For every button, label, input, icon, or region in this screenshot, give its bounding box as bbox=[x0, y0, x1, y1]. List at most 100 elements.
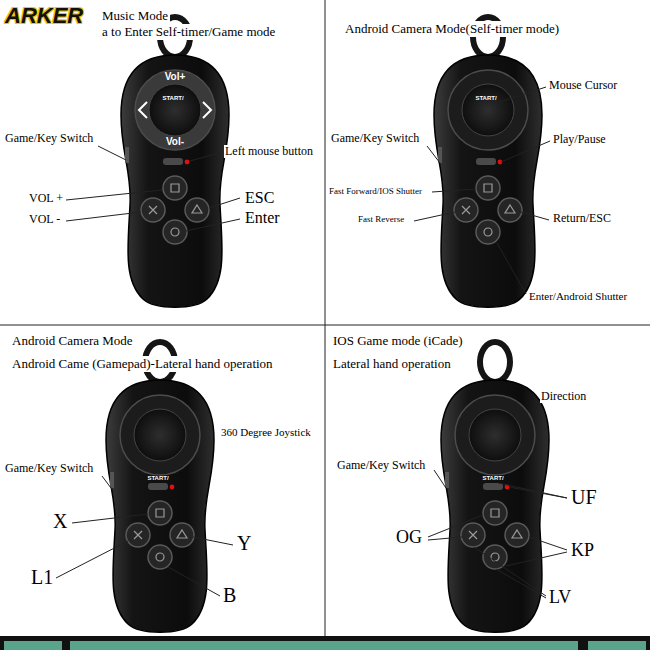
callout-label: Return/ESC bbox=[552, 212, 612, 225]
controller-body bbox=[434, 55, 542, 307]
controller-body bbox=[121, 55, 229, 307]
device-marking: START/ bbox=[162, 95, 183, 101]
panel-heading: Android Camera Mode(Self-timer mode) bbox=[343, 21, 561, 37]
mode-panel: Android Camera Mode(Self-timer mode) bbox=[325, 0, 650, 325]
face-button bbox=[126, 523, 150, 547]
leader-line bbox=[501, 141, 550, 162]
callout-label: ESC bbox=[244, 189, 275, 207]
leader-line bbox=[66, 190, 162, 200]
leader-line bbox=[500, 87, 546, 102]
leader-line bbox=[168, 567, 220, 596]
callout-label: Fast Forward/IOS Shutter bbox=[328, 187, 423, 197]
button-glyph bbox=[177, 530, 187, 538]
callout-label: Fast Reverse bbox=[357, 215, 405, 225]
leader-line bbox=[434, 470, 446, 488]
button-glyph bbox=[491, 509, 499, 517]
joystick-ring bbox=[120, 395, 200, 475]
led-dot bbox=[170, 485, 175, 490]
panel-heading: IOS Game mode (iCade) bbox=[331, 333, 465, 349]
callout-label: Play/Pause bbox=[552, 133, 607, 146]
panel-heading: a to Enter Self-timer/Game mode bbox=[100, 24, 277, 40]
leader-line bbox=[190, 152, 222, 161]
side-switch bbox=[445, 472, 449, 488]
callout-label: LV bbox=[548, 588, 572, 608]
joystick bbox=[462, 84, 514, 136]
divider-line bbox=[0, 325, 650, 326]
callout-label: Left mouse button bbox=[224, 145, 314, 158]
band-segment bbox=[70, 641, 578, 650]
button-glyph bbox=[484, 184, 492, 192]
callout-label: X bbox=[52, 510, 68, 532]
callout-label: Game/Key Switch bbox=[4, 132, 94, 145]
callout-label: Game/Key Switch bbox=[4, 462, 94, 475]
callout-label: Game/Key Switch bbox=[336, 459, 426, 472]
button-glyph bbox=[512, 530, 522, 538]
callout-label: Enter/Android Shutter bbox=[528, 290, 628, 302]
joystick-ring bbox=[455, 395, 535, 475]
face-button bbox=[483, 545, 507, 569]
band-segment bbox=[4, 641, 62, 650]
panel-heading: Music Mode bbox=[100, 8, 170, 24]
leader-line bbox=[66, 212, 141, 221]
joystick bbox=[149, 84, 201, 136]
callout-label: OG bbox=[395, 528, 423, 548]
leader-line bbox=[506, 552, 567, 566]
face-button bbox=[454, 198, 478, 222]
button-glyph bbox=[171, 228, 179, 236]
start-button bbox=[476, 158, 496, 165]
leader-line bbox=[428, 515, 483, 537]
callout-label: Direction bbox=[540, 390, 587, 403]
device-marking: START/ bbox=[475, 95, 496, 101]
button-glyph bbox=[156, 553, 164, 561]
start-button bbox=[148, 483, 168, 490]
button-glyph bbox=[156, 509, 164, 517]
leader-line bbox=[98, 146, 126, 160]
callout-label: Enter bbox=[244, 209, 281, 227]
callout-label: KP bbox=[570, 541, 595, 561]
joystick-ring bbox=[448, 70, 528, 150]
face-button bbox=[148, 545, 172, 569]
button-glyph bbox=[192, 205, 202, 213]
joystick-ring bbox=[135, 70, 215, 150]
controller-illustration bbox=[434, 17, 542, 307]
controller-body bbox=[106, 380, 214, 632]
watermark: ARKER bbox=[4, 4, 84, 28]
face-button bbox=[476, 176, 500, 200]
leader-line bbox=[428, 537, 462, 540]
led-dot bbox=[185, 160, 190, 165]
face-button bbox=[476, 220, 500, 244]
start-button bbox=[483, 483, 503, 490]
callout-label: B bbox=[222, 584, 237, 606]
leader-line bbox=[56, 541, 128, 578]
face-button bbox=[148, 501, 172, 525]
face-button bbox=[505, 523, 529, 547]
device-marking: Vol+ bbox=[165, 72, 186, 82]
leader-line bbox=[72, 514, 148, 523]
leader-line bbox=[193, 537, 233, 545]
button-glyph bbox=[171, 184, 179, 192]
controller-body bbox=[441, 380, 549, 632]
side-switch bbox=[125, 147, 129, 163]
callout-label: Mouse Cursor bbox=[548, 79, 618, 92]
callout-label: Game/Key Switch bbox=[330, 132, 420, 145]
callout-label: VOL + bbox=[28, 192, 64, 205]
callout-label: UF bbox=[570, 486, 598, 508]
panel-heading: Android Came (Gamepad)-Lateral hand oper… bbox=[10, 356, 275, 372]
leader-line bbox=[414, 212, 455, 221]
joystick bbox=[134, 409, 186, 461]
leader-line bbox=[474, 547, 546, 596]
bottom-band bbox=[0, 636, 650, 650]
face-button bbox=[498, 198, 522, 222]
mode-panel: Music Modea to Enter Self-timer/Game mod… bbox=[0, 0, 325, 325]
callout-label: L1 bbox=[30, 566, 54, 588]
side-switch bbox=[110, 472, 114, 488]
button-glyph bbox=[505, 205, 515, 213]
callout-label: Y bbox=[236, 532, 252, 554]
chevron-right bbox=[203, 102, 211, 118]
device-marking: START/ bbox=[482, 475, 503, 481]
button-glyph bbox=[462, 206, 470, 214]
face-button bbox=[185, 198, 209, 222]
